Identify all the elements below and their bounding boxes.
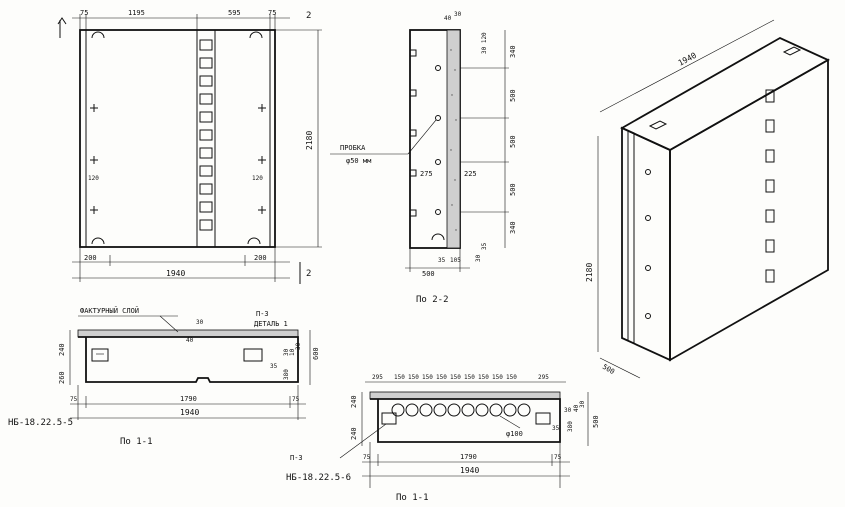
s11a-d2: 380 <box>283 369 290 380</box>
s11a-width: 1940 <box>180 408 199 417</box>
s22-b2: 35 <box>481 242 488 250</box>
front-elevation: 75 1195 595 75 2 2180 120 120 200 200 19… <box>57 9 322 284</box>
s22-plug-size: φ50 мм <box>346 157 372 165</box>
s11b-top-5: 150 <box>436 374 447 381</box>
s11b-top-8: 150 <box>478 374 489 381</box>
s11a-w2: 1790 <box>180 395 197 403</box>
s11b-top-2: 150 <box>394 374 405 381</box>
s11b-top-10: 150 <box>506 374 517 381</box>
s11b-d1: 30 <box>564 407 572 414</box>
s11a-detail: ДЕТАЛЬ 1 <box>254 320 288 328</box>
s11a-d3: 30 <box>283 348 290 356</box>
dim-top-3: 595 <box>228 9 241 17</box>
s22-caption: По 2-2 <box>416 295 449 305</box>
s22-h1: 340 <box>509 45 517 58</box>
s11a-t2: 30 <box>196 319 204 326</box>
section-1-1-a: ФАКТУРНЫЙ СЛОЙ П-3 ДЕТАЛЬ 1 40 30 240 26… <box>8 306 320 447</box>
s11b-mark: НБ-18.22.5-6 <box>286 473 351 483</box>
s22-top: 30 120 <box>481 32 488 54</box>
s11b-depth: 500 <box>592 415 600 428</box>
s11b-d4: 40 <box>573 404 580 412</box>
dim-right-120: 120 <box>252 175 263 182</box>
facing-dots <box>450 49 457 231</box>
s11b-top-11: 295 <box>538 374 549 381</box>
s11b-w2: 1790 <box>460 453 477 461</box>
section-2-2: 40 30 30 120 340 500 500 500 340 30 35 2… <box>330 11 517 305</box>
s11a-caption: По 1-1 <box>120 437 153 447</box>
dim-bottom-200a: 200 <box>84 254 97 262</box>
dim-bottom-200b: 200 <box>254 254 267 262</box>
s22-width: 500 <box>422 270 435 278</box>
s11b-hole: φ100 <box>506 430 523 438</box>
joint-keys <box>199 39 213 231</box>
s11b-top-9: 150 <box>492 374 503 381</box>
iso-height: 2180 <box>585 263 594 282</box>
s11b-w1: 75 <box>363 454 371 461</box>
s22-h2: 500 <box>509 89 517 102</box>
s22-t1: 40 <box>444 15 452 22</box>
dim-left-120a: 120 <box>88 175 99 182</box>
s22-label-a: 275 <box>420 170 433 178</box>
dim-top-1: 75 <box>80 9 88 17</box>
section-mark-bottom: 2 <box>306 269 311 279</box>
s11b-h1: 240 <box>350 395 358 408</box>
s11b-top-4: 150 <box>422 374 433 381</box>
s11b-w3: 75 <box>554 454 562 461</box>
s11a-d5: 30 <box>295 342 302 350</box>
s11a-w3: 75 <box>292 396 300 403</box>
s22-w2: 105 <box>450 257 461 264</box>
s11b-top-3: 150 <box>408 374 419 381</box>
s11b-h2: 240 <box>350 427 358 440</box>
s11a-h2: 260 <box>58 371 66 384</box>
section-mark-top: 2 <box>306 11 311 21</box>
s11b-top-6: 150 <box>450 374 461 381</box>
s11b-d3: 380 <box>567 421 574 432</box>
dim-top-4: 75 <box>268 9 276 17</box>
round-voids <box>391 403 531 417</box>
s11a-p3: П-3 <box>256 310 269 318</box>
isometric-view: 1940 2180 500 <box>585 19 830 379</box>
s22-h4: 500 <box>509 183 517 196</box>
s11b-top-7: 150 <box>464 374 475 381</box>
s11b-p3: П-3 <box>290 454 303 462</box>
dim-height: 2180 <box>305 131 314 150</box>
s11a-t1: 40 <box>186 337 194 344</box>
s11a-w1: 75 <box>70 396 78 403</box>
s11a-h1: 240 <box>58 343 66 356</box>
section-1-1-b: 295 150 150 150 150 150 150 150 150 150 … <box>286 374 600 503</box>
s22-h5: 340 <box>509 221 517 234</box>
s11b-width: 1940 <box>460 466 479 475</box>
s11a-facing: ФАКТУРНЫЙ СЛОЙ <box>80 306 139 315</box>
s11b-d2: 35 <box>552 425 560 432</box>
s11a-d4: 10 <box>289 348 296 356</box>
s11b-caption: По 1-1 <box>396 493 429 503</box>
s11b-top-1: 295 <box>372 374 383 381</box>
s22-b1: 30 <box>475 254 482 262</box>
iso-length: 1940 <box>677 51 698 68</box>
s11a-d6: 35 <box>270 363 278 370</box>
s22-label-b: 225 <box>464 170 477 178</box>
dim-bottom-width: 1940 <box>166 269 185 278</box>
s11a-depth: 600 <box>312 347 320 360</box>
s22-plug-label: ПРОБКА <box>340 144 366 152</box>
s22-t2: 30 <box>454 11 462 18</box>
s22-w1: 35 <box>438 257 446 264</box>
s11a-mark: НБ-18.22.5-5 <box>8 418 73 428</box>
dim-top-2: 1195 <box>128 9 145 17</box>
s22-h3: 500 <box>509 135 517 148</box>
s11b-d5: 30 <box>579 400 586 408</box>
